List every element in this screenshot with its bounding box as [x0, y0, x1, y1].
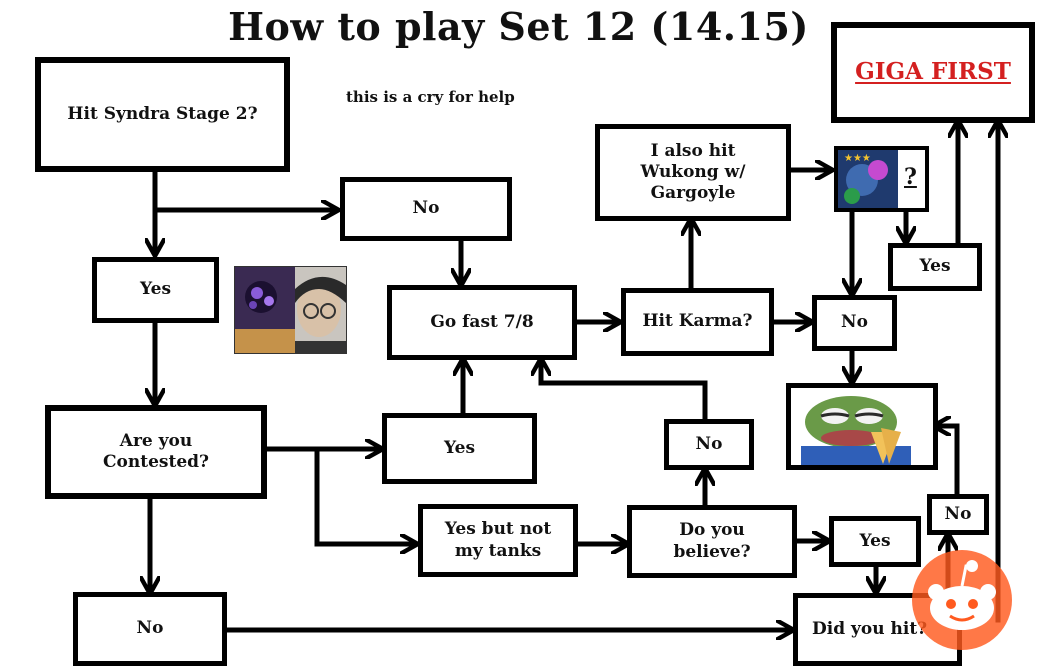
node-no-bottom: No [73, 592, 227, 666]
node-yes-believe: Yes [829, 516, 921, 567]
syndra-player-image [234, 266, 347, 354]
giga-first-label: GIGA FIRST [855, 58, 1011, 86]
crying-pepe-image [786, 383, 938, 470]
node-no-small: No [927, 494, 989, 535]
node-giga-first: GIGA FIRST [831, 22, 1035, 123]
node-no-top: No [340, 177, 512, 241]
subtitle: this is a cry for help [346, 88, 515, 106]
chart-title: How to play Set 12 (14.15) [228, 4, 809, 49]
reddit-logo [910, 548, 1014, 652]
node-yes-left: Yes [92, 257, 219, 323]
svg-text:★★★: ★★★ [844, 153, 871, 164]
node-no-karma: No [812, 295, 897, 351]
node-hit-karma: Hit Karma? [621, 288, 774, 356]
node-do-you-believe: Do you believe? [627, 505, 797, 578]
wukong-gargoyle-box: ★★★ ? [834, 146, 929, 212]
node-yes-but-not: Yes but not my tanks [418, 504, 578, 577]
question-mark: ? [904, 164, 917, 190]
node-go-fast: Go fast 7/8 [387, 285, 577, 360]
node-wukong: I also hit Wukong w/ Gargoyle [595, 124, 791, 221]
arrow-no-to-pepe-return [937, 426, 960, 497]
node-hit-syndra: Hit Syndra Stage 2? [35, 57, 290, 172]
arrow-contested-to-yesbut [314, 446, 414, 544]
wukong-image: ★★★ [838, 150, 898, 208]
arrow-no-to-gofast-return [541, 362, 708, 420]
node-yes-contested: Yes [382, 413, 537, 484]
node-no-believe: No [664, 419, 754, 470]
node-yes-right: Yes [888, 243, 982, 291]
node-contested: Are you Contested? [45, 405, 267, 499]
